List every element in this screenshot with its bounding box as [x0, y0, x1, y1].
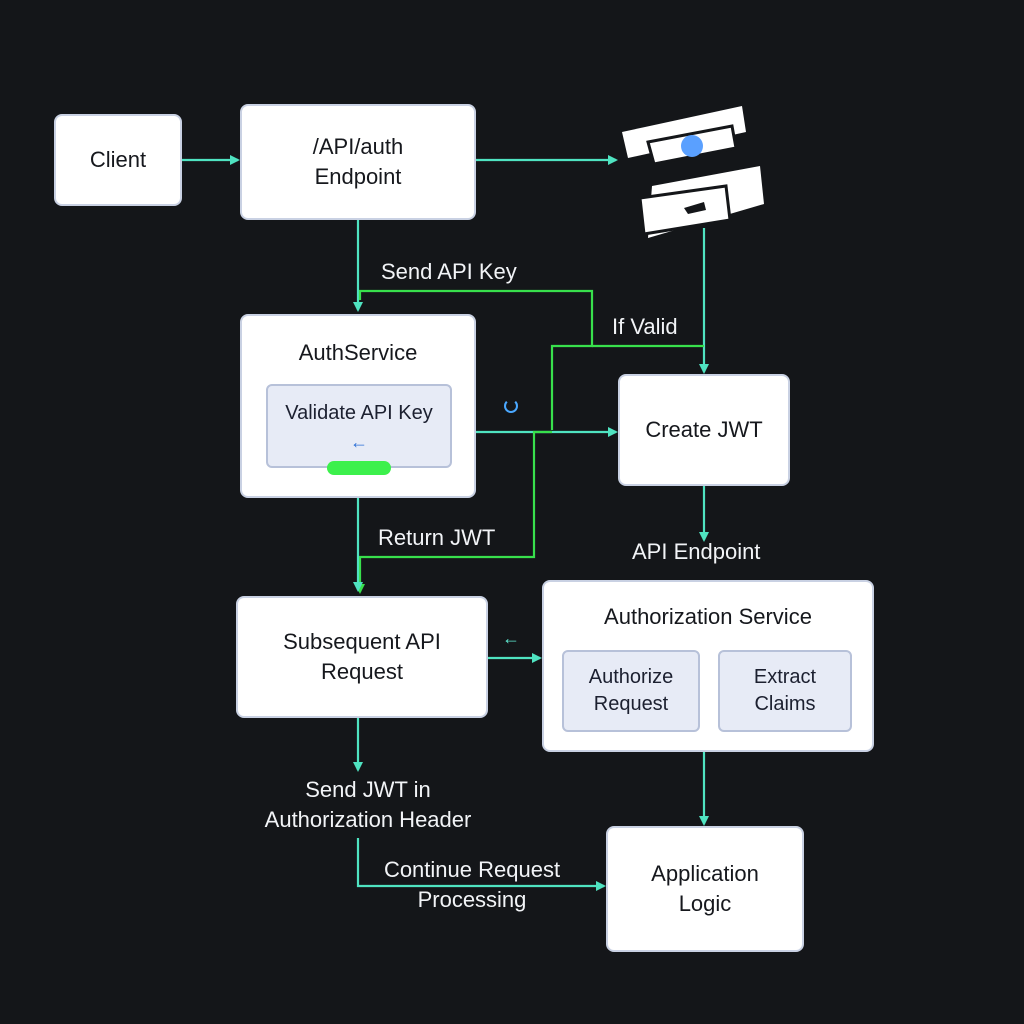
api-endpoint-label: API Endpoint — [632, 539, 761, 564]
validate-api-key-label: Validate API Key — [285, 402, 433, 424]
subsequent-request-node: Subsequent API Request — [236, 596, 488, 718]
validation-status-pill — [327, 461, 391, 475]
edge-send-jwt-to-app-logic — [356, 838, 606, 891]
small-back-arrow-icon: ← — [502, 628, 520, 648]
extract-claims-box: Extract Claims — [718, 650, 852, 732]
application-logic-label: Application Logic — [651, 861, 759, 916]
token-cards-icon — [618, 102, 768, 242]
client-label: Client — [89, 147, 147, 172]
edge-send-api-key — [358, 289, 594, 430]
send-jwt-header-label: Send JWT in Authorization Header — [264, 777, 472, 832]
back-arrow-icon: ← — [350, 432, 368, 452]
subsequent-request-label: Subsequent API Request — [283, 629, 441, 684]
loading-icon — [504, 399, 518, 413]
client-node: Client — [54, 114, 182, 206]
create-jwt-label: Create JWT — [645, 417, 763, 442]
return-jwt-label: Return JWT — [378, 525, 496, 550]
continue-processing-label: Continue Request Processing — [383, 857, 561, 912]
validate-api-key-box: Validate API Key — [266, 384, 452, 468]
auth-endpoint-node: /API/auth Endpoint — [240, 104, 476, 220]
authorization-service-title: Authorization Service — [604, 604, 812, 629]
authservice-title: AuthService — [298, 340, 418, 365]
authorize-request-label: Authorize Request — [588, 666, 674, 715]
auth-endpoint-label: /API/auth Endpoint — [312, 134, 404, 189]
create-jwt-node: Create JWT — [618, 374, 790, 486]
edge-return-jwt — [355, 430, 552, 594]
extract-claims-label: Extract Claims — [753, 666, 817, 715]
authorize-request-box: Authorize Request — [562, 650, 700, 732]
application-logic-node: Application Logic — [606, 826, 804, 952]
send-api-key-label: Send API Key — [381, 259, 517, 284]
if-valid-label: If Valid — [612, 314, 678, 339]
